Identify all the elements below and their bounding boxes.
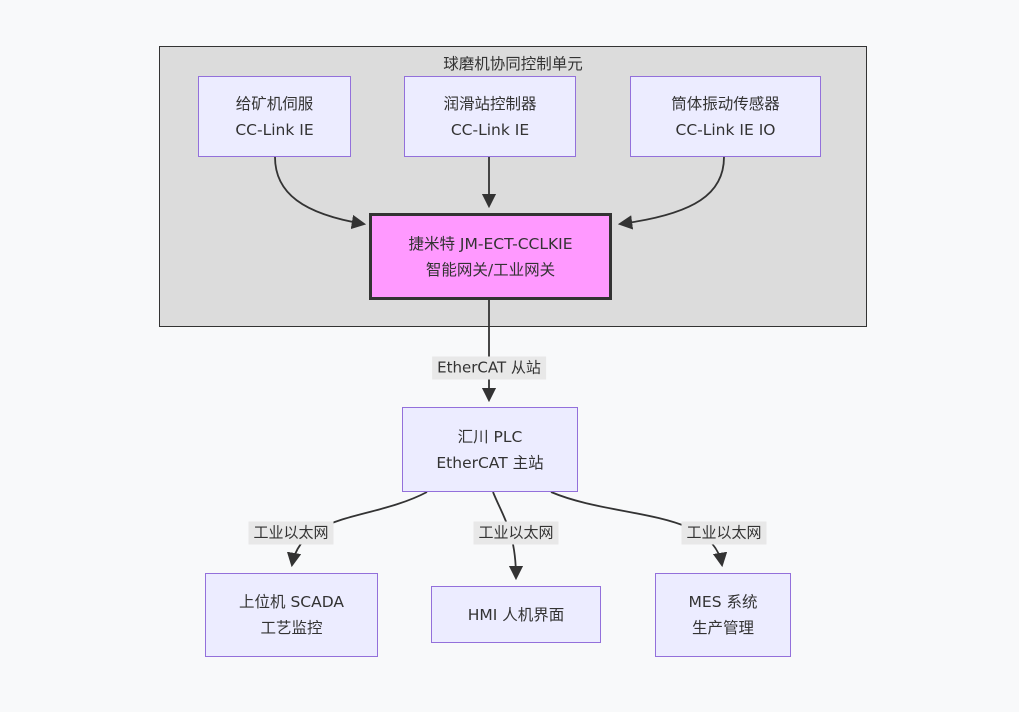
node-scada: 上位机 SCADA 工艺监控 [205,573,378,657]
node-gateway: 捷米特 JM-ECT-CCLKIE 智能网关/工业网关 [369,213,612,300]
node-vibration-line1: 筒体振动传感器 [671,94,780,113]
node-feeder-line2: CC-Link IE [235,120,314,139]
node-gateway-line2: 智能网关/工业网关 [425,260,556,279]
node-scada-line1: 上位机 SCADA [239,593,344,611]
edge-label-industrial-ethernet-mid: 工业以太网 [473,521,559,545]
node-hmi-line1: HMI 人机界面 [467,605,565,624]
node-vibration-line2: CC-Link IE IO [675,120,776,139]
node-lube-line2: CC-Link IE [450,120,530,139]
node-mes: MES 系统 生产管理 [655,573,791,657]
node-feeder-line1: 给矿机伺服 [235,94,314,113]
edge-plc-to-mes [550,491,728,568]
node-mes-line2: 生产管理 [691,619,754,637]
edge-feeder-to-gateway [274,156,367,230]
node-lube-line1: 润滑站控制器 [443,94,537,113]
node-plc-line1: 汇川 PLC [457,427,523,446]
node-lube-station: 润滑站控制器 CC-Link IE [404,76,576,157]
node-hmi: HMI 人机界面 [431,586,601,643]
node-plc: 汇川 PLC EtherCAT 主站 [402,407,578,492]
node-vibration-sensor: 筒体振动传感器 CC-Link IE IO [630,76,821,157]
edge-label-industrial-ethernet-right: 工业以太网 [681,521,767,545]
cluster-title: 球磨机协同控制单元 [443,55,583,73]
edge-label-ethercat-slave: EtherCAT 从站 [432,356,546,380]
node-feeder-servo: 给矿机伺服 CC-Link IE [198,76,351,157]
edge-label-industrial-ethernet-left: 工业以太网 [248,521,334,545]
edge-plc-to-scada [286,491,428,568]
edge-vibration-to-gateway [617,156,725,230]
node-gateway-line1: 捷米特 JM-ECT-CCLKIE [408,234,573,253]
node-mes-line1: MES 系统 [688,593,758,611]
node-plc-line2: EtherCAT 主站 [436,453,544,472]
node-scada-line2: 工艺监控 [260,619,323,637]
